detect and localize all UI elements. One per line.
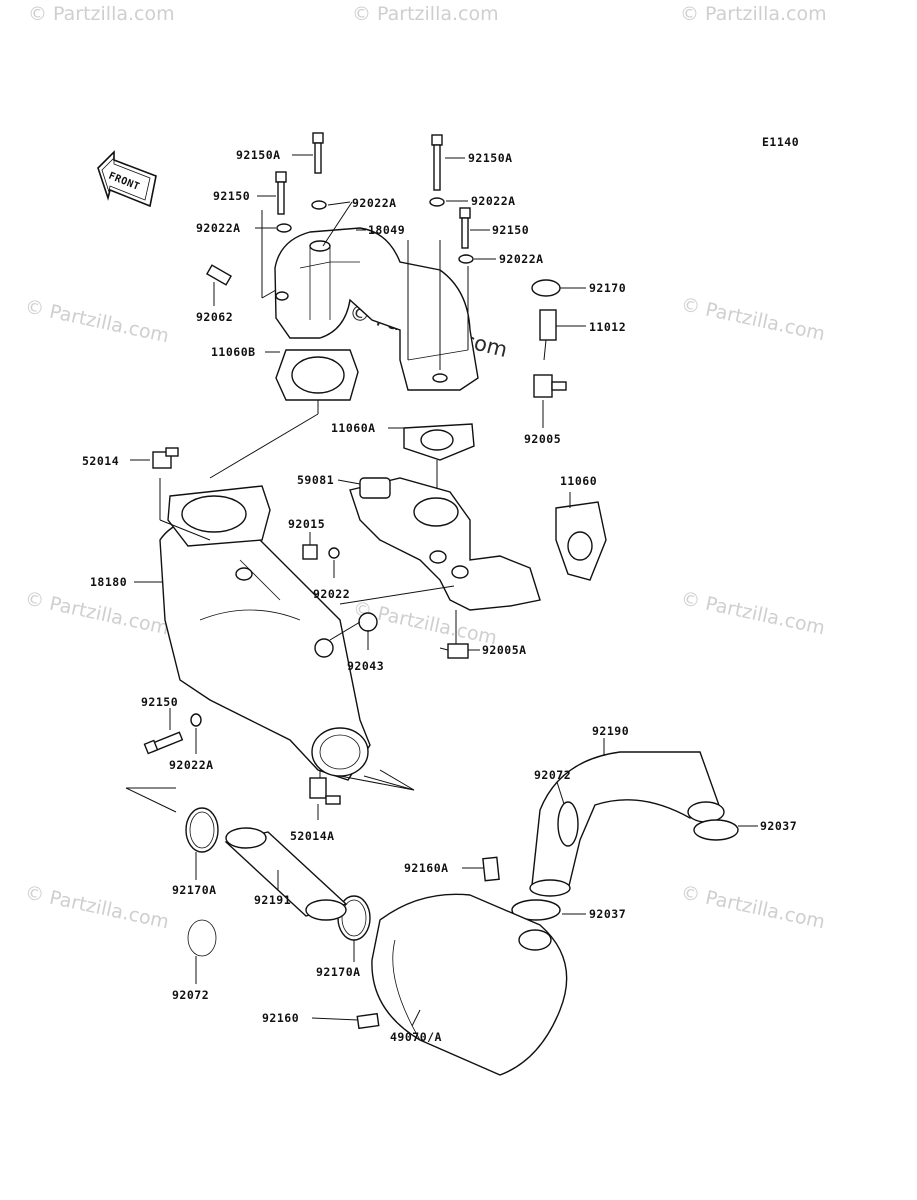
tie-92072-left	[187, 919, 217, 957]
label-11060B: 11060B	[211, 345, 256, 359]
watermark-mr3: © Partzilla.com	[679, 881, 827, 933]
label-92022A-ur: 92022A	[471, 194, 516, 208]
watermark-ml2: © Partzilla.com	[23, 587, 171, 639]
front-arrow: FRONT	[97, 150, 157, 208]
label-92150A-l: 92150A	[236, 148, 281, 162]
label-92037-r: 92037	[760, 819, 797, 833]
watermark-ml1: © Partzilla.com	[23, 295, 171, 347]
label-92043: 92043	[347, 659, 384, 673]
clamp-tube-elbow-right	[531, 279, 567, 398]
clamps-92170a	[185, 807, 371, 941]
pad-92160a	[482, 856, 500, 882]
pad-92160	[356, 1012, 380, 1030]
label-59081: 59081	[297, 473, 334, 487]
part-labels: 92150A 92150A 92150 92022A 92022A 92022A…	[82, 148, 797, 1044]
label-92190: 92190	[592, 724, 629, 738]
label-92170A-l: 92170A	[172, 883, 217, 897]
label-92072-l: 92072	[172, 988, 209, 1002]
label-92015: 92015	[288, 517, 325, 531]
label-11060A: 11060A	[331, 421, 376, 435]
label-92022A-ul: 92022A	[352, 196, 397, 210]
label-52014A: 52014A	[290, 829, 335, 843]
label-18180: 18180	[90, 575, 127, 589]
label-11012: 11012	[589, 320, 626, 334]
gasket-11060a	[403, 423, 475, 461]
bolt-92150-bottom	[143, 713, 202, 755]
label-92150-r: 92150	[492, 223, 529, 237]
label-49070A: 49070/A	[390, 1030, 442, 1044]
hose-92190	[529, 751, 725, 897]
watermark-mr1: © Partzilla.com	[679, 293, 827, 345]
watermark-tc: © Partzilla.com	[352, 3, 499, 25]
label-92022: 92022	[313, 587, 350, 601]
label-18049: 18049	[368, 223, 405, 237]
label-92022A-r2: 92022A	[499, 252, 544, 266]
exhaust-pipe-18180	[159, 485, 371, 781]
watermark-tr: © Partzilla.com	[680, 3, 827, 25]
label-92160A: 92160A	[404, 861, 449, 875]
clamps-92037	[511, 819, 739, 921]
label-92005: 92005	[524, 432, 561, 446]
middle-manifold	[349, 477, 541, 611]
label-92062: 92062	[196, 310, 233, 324]
label-52014: 52014	[82, 454, 119, 468]
label-11060: 11060	[560, 474, 597, 488]
leader-lines	[125, 154, 758, 1027]
label-92150-l: 92150	[213, 189, 250, 203]
label-92022A-b: 92022A	[169, 758, 214, 772]
fitting-92062	[206, 264, 232, 286]
diagram-code: E1140	[762, 135, 799, 149]
bolts-top	[275, 132, 474, 264]
label-92150A-r: 92150A	[468, 151, 513, 165]
label-92170: 92170	[589, 281, 626, 295]
watermark-mr2: © Partzilla.com	[679, 587, 827, 639]
watermark-tl: © Partzilla.com	[28, 3, 175, 25]
label-92037-m: 92037	[589, 907, 626, 921]
label-92022A-l: 92022A	[196, 221, 241, 235]
label-92160: 92160	[262, 1011, 299, 1025]
gasket-11060	[555, 501, 607, 581]
gasket-11060b	[275, 349, 359, 401]
muffler-49070a	[371, 893, 568, 1076]
label-92170A-m: 92170A	[316, 965, 361, 979]
label-92072-r: 92072	[534, 768, 571, 782]
watermark-ml3: © Partzilla.com	[23, 881, 171, 933]
fitting-52014a	[309, 770, 341, 805]
hose-92191	[224, 827, 348, 921]
fitting-52014	[152, 447, 179, 469]
label-92150-b: 92150	[141, 695, 178, 709]
label-92191: 92191	[254, 893, 291, 907]
label-92005A: 92005A	[482, 643, 527, 657]
